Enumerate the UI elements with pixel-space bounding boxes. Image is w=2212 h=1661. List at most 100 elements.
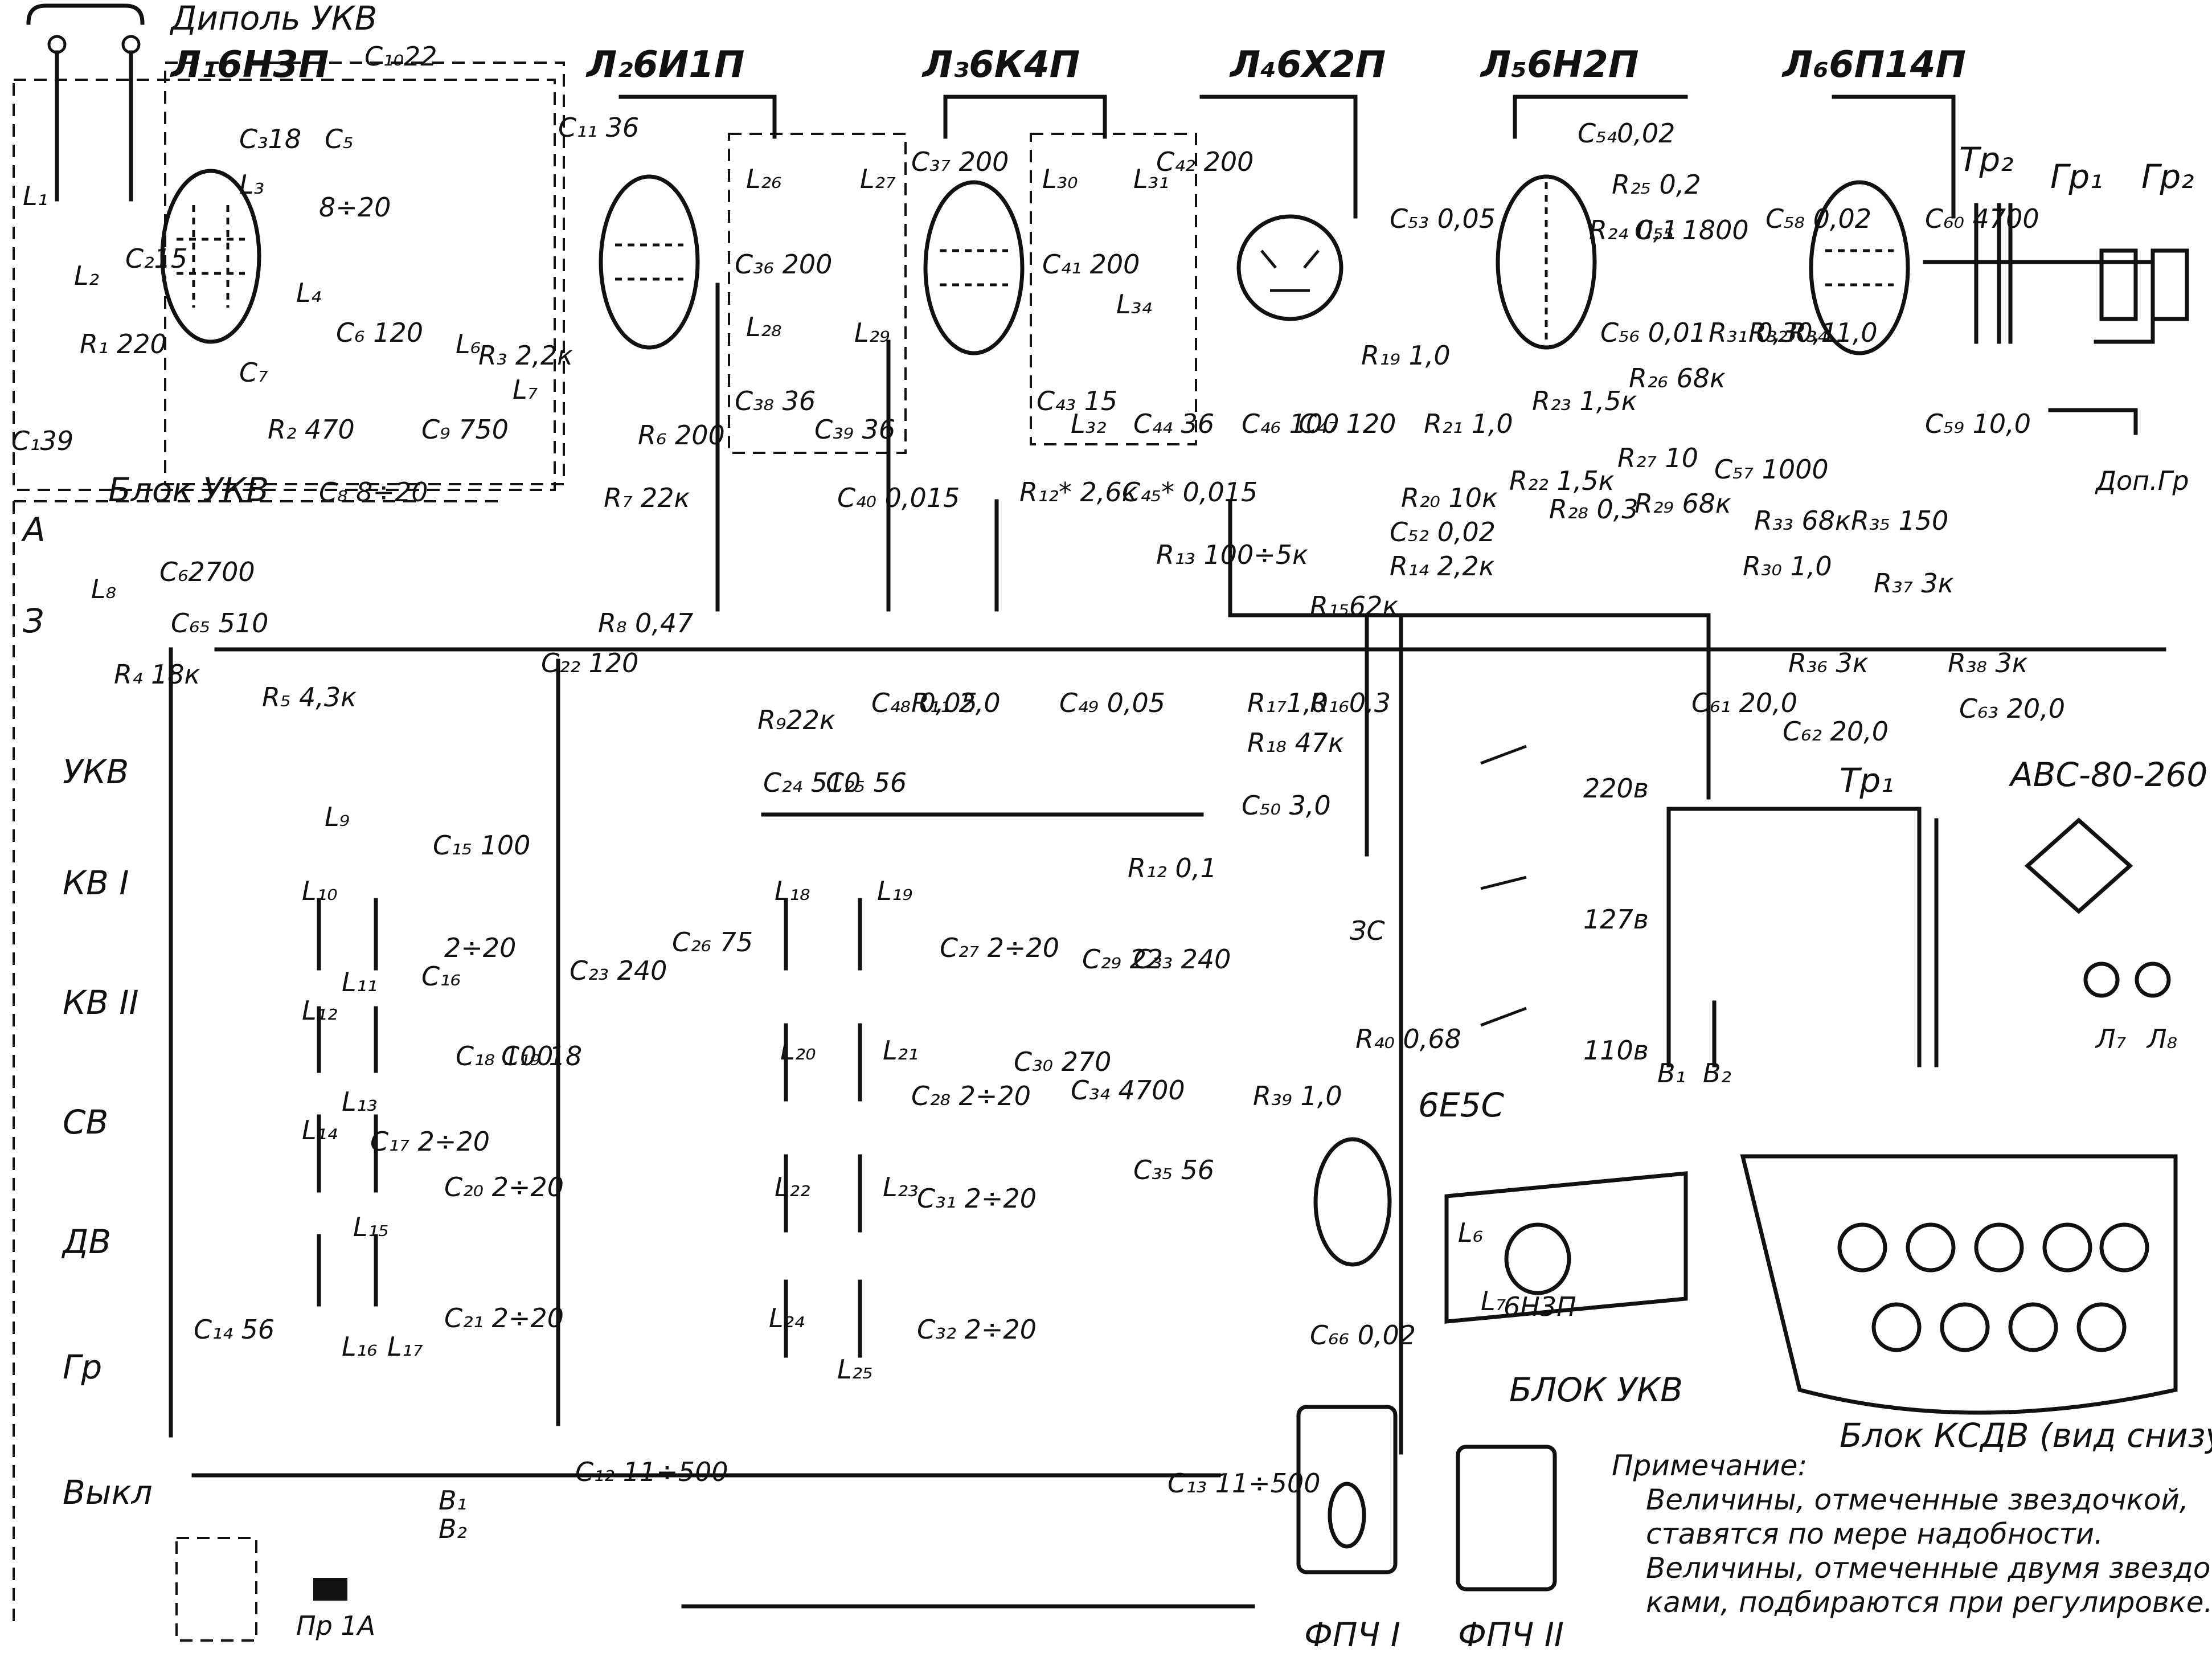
label-r37: R₃₇ 3к xyxy=(1874,568,1954,599)
component-labels: L₁ L₂ R₁ 220 C₁39 C₂15 C₃18 L₃ C₅ 8÷20 L… xyxy=(11,41,2065,1499)
label-r32: R₃₂ 0,1 xyxy=(1748,317,1838,348)
label-c17: C₁₇ 2÷20 xyxy=(370,1126,490,1157)
gr1-label: Гр₁ xyxy=(2050,157,2103,196)
label-r24: R₂₄ 0,1 xyxy=(1589,215,1678,246)
label-l13: L₁₃ xyxy=(342,1086,378,1117)
label-c27: C₂₇ 2÷20 xyxy=(940,932,1059,963)
fpch2-outline xyxy=(1030,133,1197,445)
tube-l6: Л₆6П14П xyxy=(1781,44,1966,355)
label-c53: C₅₃ 0,05 xyxy=(1390,203,1496,234)
zs-label: ЗС xyxy=(1350,915,1385,946)
label-c21: C₂₁ 2÷20 xyxy=(444,1303,564,1333)
ksdv-block-picture: Блок КСДВ (вид снизу) xyxy=(1740,1154,2212,1455)
ksdv-block-caption: Блок КСДВ (вид снизу) xyxy=(1840,1416,2212,1455)
label-c4: 8÷20 xyxy=(319,192,391,223)
note-line-2: ставятся по мере надобности. xyxy=(1646,1517,2103,1550)
ksdv-block-outline xyxy=(13,500,501,1623)
fpch1-picture: ФПЧ I xyxy=(1296,1405,1400,1654)
label-c20: C₂₀ 2÷20 xyxy=(444,1172,564,1202)
label-r26: R₂₆ 68к xyxy=(1629,363,1726,394)
l8-label: Л₈ xyxy=(2146,1024,2177,1054)
label-c34: C₃₄ 4700 xyxy=(1071,1075,1185,1106)
label-l22: L₂₂ xyxy=(775,1172,810,1202)
label-c40: C₄₀ 0,015 xyxy=(837,482,960,513)
label-c15: C₁₅ 100 xyxy=(433,830,530,861)
label-l28: L₂₈ xyxy=(746,312,782,342)
label-c36: C₃₆ 200 xyxy=(735,249,832,280)
dipole-antenna: Диполь УКВ xyxy=(26,0,377,202)
switch-b1-label: В₁ xyxy=(439,1485,467,1516)
label-c26: C₂₆ 75 xyxy=(672,927,753,958)
label-r7: R₇ 22к xyxy=(604,482,690,513)
label-r8: R₈ 0,47 xyxy=(598,608,693,639)
label-r13: R₁₃ 100÷5к xyxy=(1156,539,1308,570)
label-l1: L₁ xyxy=(23,181,48,211)
label-r12b: R₁₂ 0,1 xyxy=(1128,853,1217,883)
label-r21: R₂₁ 1,0 xyxy=(1424,408,1513,439)
label-c63: C₆₃ 20,0 xyxy=(1959,693,2065,724)
notes: Примечание: Величины, отмеченные звездоч… xyxy=(1612,1449,2212,1619)
label-r4: R₄ 18к xyxy=(114,659,200,690)
ukv-pic-l6: L₆ xyxy=(1458,1217,1483,1248)
label-r17: R₁₇1,0 xyxy=(1247,688,1328,718)
rectifier-label: АВС-80-260 xyxy=(2008,755,2207,794)
label-c28: C₂₈ 2÷20 xyxy=(911,1081,1031,1111)
note-line-1: Величины, отмеченные звездочкой, xyxy=(1646,1483,2189,1516)
indicator-tube: 6Е5С ЗС xyxy=(1313,915,1504,1267)
label-c8: C₈ 8÷20 xyxy=(319,477,428,508)
label-r16: R₁₆0,3 xyxy=(1310,688,1391,718)
label-r28: R₂₈ 0,3 xyxy=(1549,494,1638,525)
label-l19: L₁₉ xyxy=(877,875,913,906)
label-l12: L₁₂ xyxy=(302,995,338,1026)
voltage-110-label: 110в xyxy=(1583,1035,1649,1066)
label-l7: L₇ xyxy=(513,374,538,405)
ukv-pic-l7: L₇ xyxy=(1481,1286,1506,1316)
gr2-label: Гр₂ xyxy=(2141,157,2194,196)
tr1-label: Тр₁ xyxy=(1840,761,1894,800)
label-c23: C₂₃ 240 xyxy=(570,955,667,986)
fpch1-outline xyxy=(728,133,907,454)
label-c22: C₂₂ 120 xyxy=(541,648,638,678)
label-c42: C₄₂ 200 xyxy=(1156,146,1254,177)
label-c6-top: C₆2700 xyxy=(159,557,255,587)
label-r40: R₄₀ 0,68 xyxy=(1355,1024,1461,1054)
wiring xyxy=(169,95,2166,1609)
label-l23: L₂₃ xyxy=(883,1172,919,1202)
indicator-label: 6Е5С xyxy=(1418,1086,1504,1124)
label-c9: C₉ 750 xyxy=(421,414,509,445)
tube-l5: Л₅6Н2П xyxy=(1480,44,1638,350)
label-c29: C₂₉ 22 xyxy=(1082,944,1163,975)
label-l31: L₃₁ xyxy=(1133,163,1169,194)
label-c13: C₁₃ 11÷500 xyxy=(1168,1468,1321,1499)
band-off: Выкл xyxy=(63,1473,153,1512)
label-r36: R₃₆ 3к xyxy=(1788,648,1869,678)
label-c32: C₃₂ 2÷20 xyxy=(917,1314,1037,1345)
ukv-block-caption: БЛОК УКВ xyxy=(1509,1370,1683,1409)
label-r25: R₂₅ 0,2 xyxy=(1612,169,1701,200)
label-l11: L₁₁ xyxy=(342,967,378,997)
label-c25: C₂₅ 56 xyxy=(826,767,907,798)
label-r23: R₂₃ 1,5к xyxy=(1532,386,1637,416)
label-l8: L₈ xyxy=(91,574,116,604)
label-c54: C₅₄0,02 xyxy=(1578,118,1675,149)
ukv-block-label: Блок УКВ xyxy=(108,471,269,509)
label-c58: C₅₈ 0,02 xyxy=(1765,203,1871,234)
band-switch-labels: А З УКВ КВ I КВ II СВ ДВ Гр Выкл xyxy=(21,510,153,1512)
label-l10: L₁₀ xyxy=(302,875,338,906)
input-coils xyxy=(317,898,862,1358)
label-r6: R₆ 200 xyxy=(638,420,725,451)
label-l24: L₂₄ xyxy=(769,1303,805,1333)
ukv-block-outline xyxy=(13,79,556,491)
power-transformer: Тр₁ АВС-80-260 Л₇ Л₈ В₁ В₂ xyxy=(1657,755,2207,1089)
label-c48: C₄₈ 0,05 xyxy=(871,688,977,718)
band-dv: ДВ xyxy=(61,1222,111,1261)
label-c65: C₆₅ 510 xyxy=(171,608,268,639)
label-c43: C₄₃ 15 xyxy=(1037,386,1117,416)
label-c60: C₆₀ 4700 xyxy=(1925,203,2039,234)
label-c2: C₂15 xyxy=(125,243,187,274)
label-r11: R₁₁ 2,0 xyxy=(911,688,1001,718)
label-c61: C₆₁ 20,0 xyxy=(1691,688,1797,718)
label-l29: L₂₉ xyxy=(854,317,890,348)
label-l20: L₂₀ xyxy=(780,1035,816,1066)
tube-l3: Л₃6К4П xyxy=(921,44,1080,355)
